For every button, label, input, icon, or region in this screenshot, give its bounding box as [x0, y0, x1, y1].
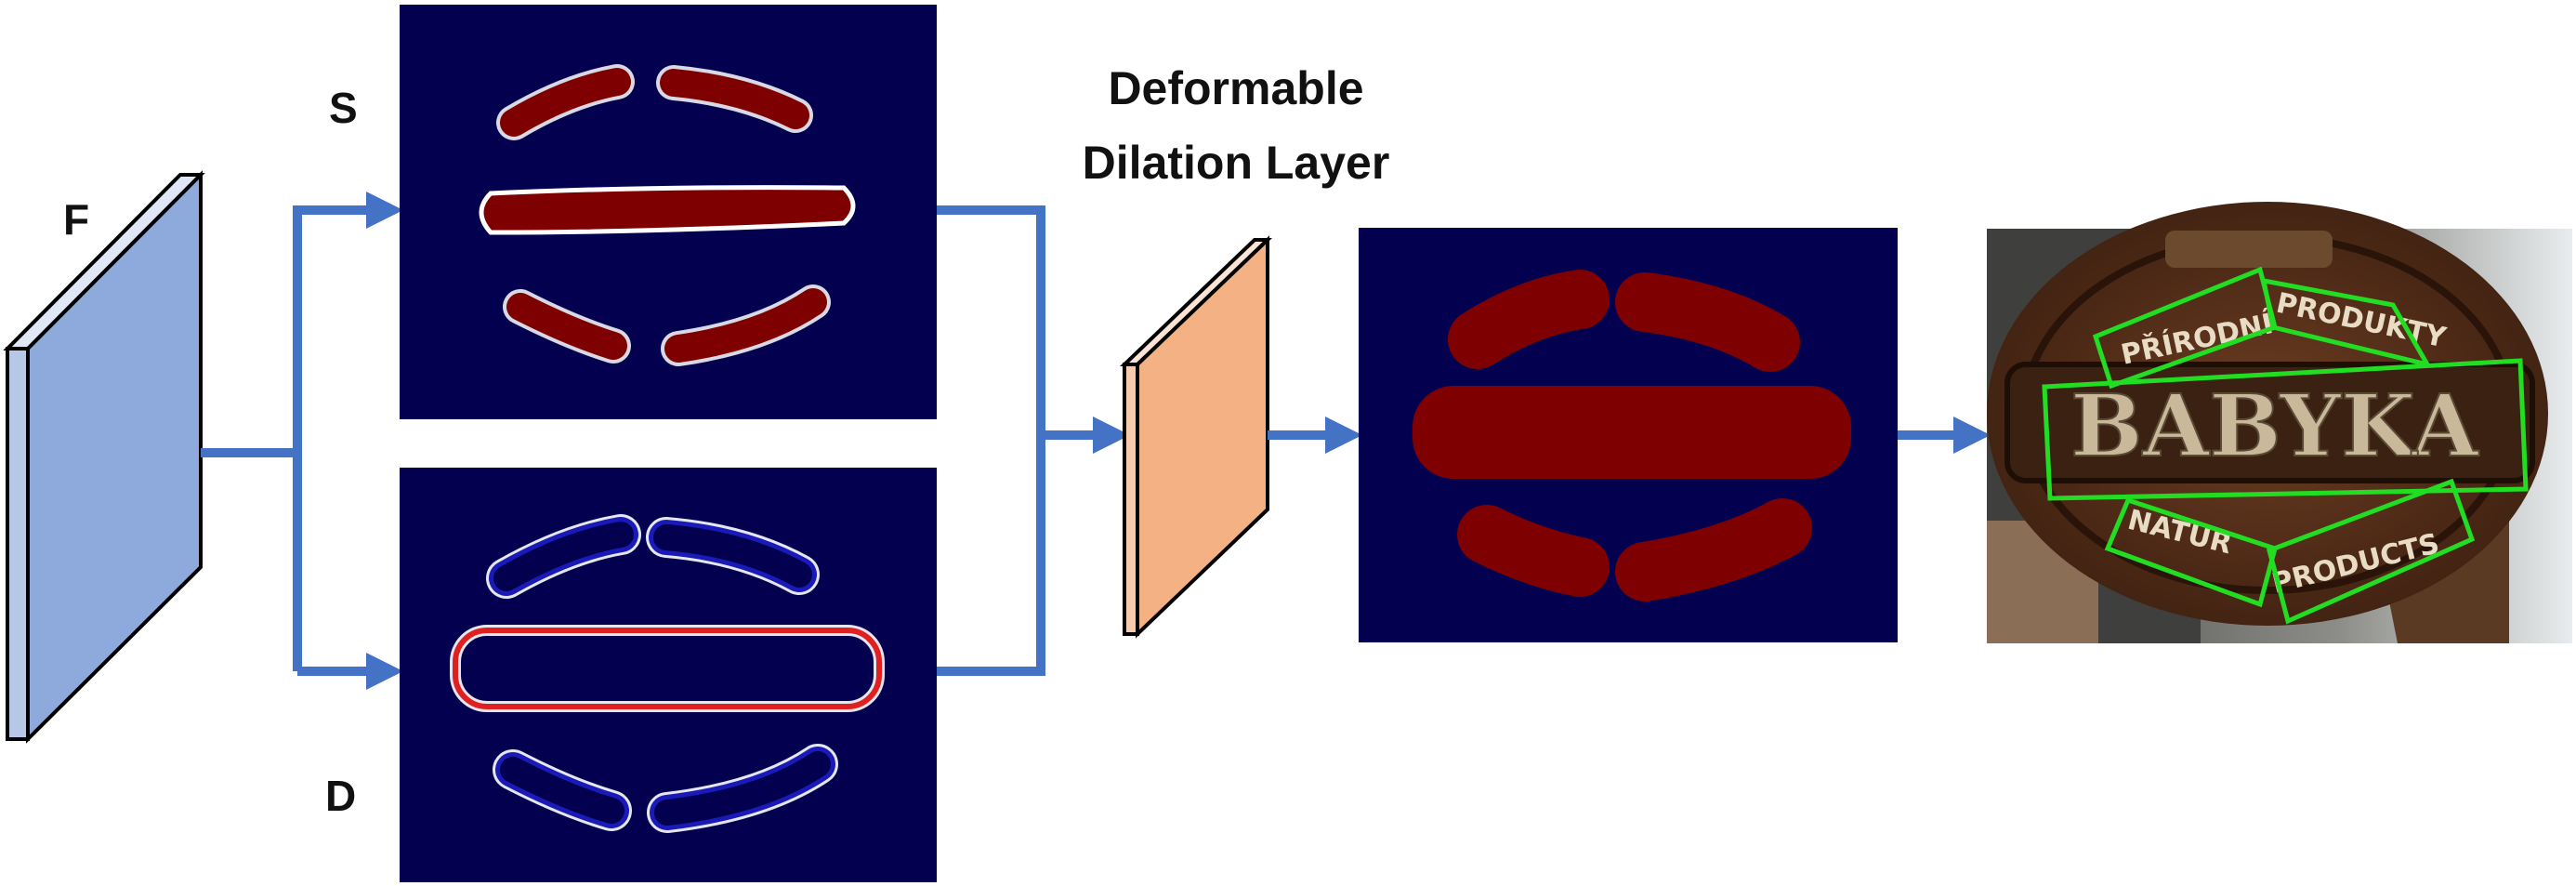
layer-label-line1: Deformable: [1108, 62, 1363, 114]
merge-arrows: [937, 205, 1130, 676]
sign-text-main: BABYKA: [2070, 376, 2479, 476]
layer-label-line2: Dilation Layer: [1083, 137, 1390, 189]
detection-boxes: [2042, 266, 2529, 625]
deformable-dilation-layer-block: [1120, 235, 1272, 639]
detection-box-bottom-left: [2104, 496, 2279, 608]
label-f: F: [63, 195, 89, 244]
border-map-d: [400, 468, 937, 882]
feature-map-f: [3, 170, 205, 744]
branch-arrows: [201, 192, 403, 690]
output-text-map: [1359, 228, 1898, 642]
score-map-s: [400, 5, 937, 419]
detection-box-bottom-right: [2267, 478, 2476, 625]
label-s: S: [329, 84, 358, 132]
detection-box-main: [2042, 358, 2529, 501]
label-d: D: [325, 772, 356, 820]
detection-result-image: PŘÍRODNÍ PRODUKTY BABYKA NATUR PRODUCTS: [1987, 202, 2572, 643]
